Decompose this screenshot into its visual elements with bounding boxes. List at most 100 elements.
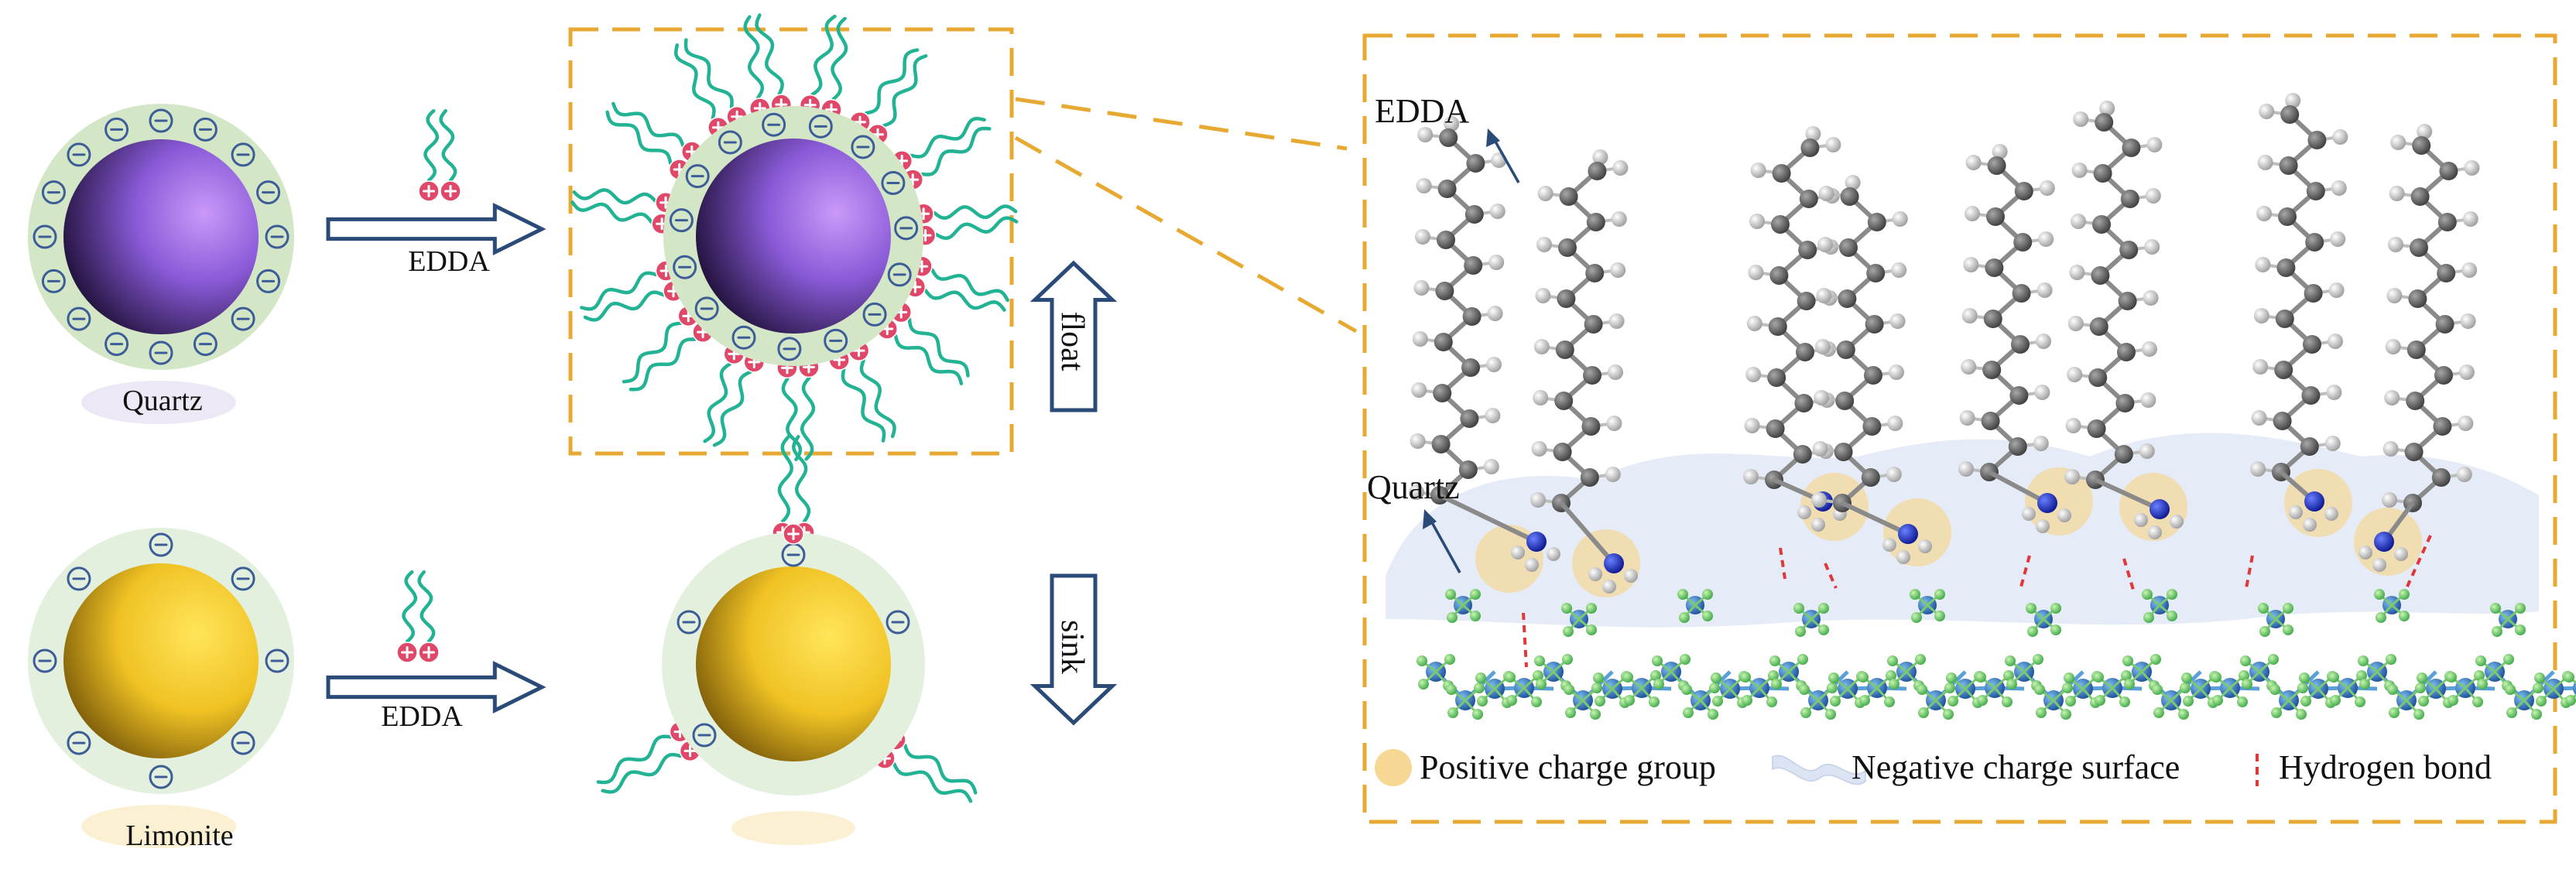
oxygen-atom [2356, 670, 2367, 681]
hydrogen-atom [2148, 525, 2162, 539]
quartz-label: Quartz [122, 385, 202, 417]
oxygen-atom [2124, 679, 2135, 690]
hydrogen-atom [2460, 313, 2476, 329]
oxygen-atom [1563, 626, 1574, 637]
oxygen-atom [1818, 603, 1829, 614]
carbon-atom [2117, 343, 2136, 361]
carbon-atom [1982, 361, 2002, 379]
oxygen-atom [1797, 654, 1808, 665]
oxygen-atom [2153, 707, 2164, 718]
hydrogen-atom [2328, 282, 2345, 298]
carbon-atom [2013, 233, 2033, 252]
hydrogen-atom [1409, 484, 1424, 500]
coated-quartz-particle-core [696, 139, 891, 334]
chain-tail-icon [923, 288, 1006, 312]
hydrogen-atom [2456, 467, 2472, 482]
carbon-atom [1766, 419, 1785, 438]
hydrogen-atom [2073, 111, 2089, 127]
oxygen-atom [2064, 672, 2074, 683]
hydrogen-atom [2057, 508, 2071, 522]
oxygen-atom [1418, 679, 1429, 690]
carbon-atom [1464, 256, 1483, 275]
oxygen-atom [1709, 683, 1720, 693]
hydrogen-atom [1608, 313, 1625, 329]
hydrogen-atom [1535, 288, 1551, 303]
oxygen-atom [2027, 626, 2038, 637]
oxygen-atom [1477, 696, 1488, 707]
hydrogen-atom [2285, 93, 2301, 108]
oxygen-atom [2006, 679, 2017, 690]
hydrogen-atom [2462, 211, 2478, 227]
hydrogen-atom [1605, 467, 1621, 482]
anion-icon [265, 224, 289, 249]
hydrogen-atom [2259, 104, 2275, 119]
hydrogen-atom [1750, 163, 1766, 178]
oxygen-atom [1859, 695, 1870, 706]
anion-icon [104, 332, 129, 357]
oxygen-atom [1444, 654, 1455, 665]
anion-icon [762, 112, 786, 137]
oxygen-atom [2503, 654, 2514, 665]
hydrogen-atom [2328, 334, 2343, 349]
silicon-atom [2573, 680, 2576, 696]
oxygen-atom [1624, 695, 1635, 706]
chain-tail-icon [777, 435, 793, 524]
hydrogen-atom [1531, 441, 1547, 457]
oxygen-atom [1911, 612, 1922, 623]
anion-icon [67, 306, 91, 331]
hydrogen-atom [2036, 334, 2051, 349]
oxygen-atom [1653, 679, 1664, 690]
nitrogen-atom [2304, 491, 2324, 512]
chain-tail-icon [893, 334, 964, 385]
oxygen-atom [2474, 670, 2485, 681]
oxygen-atom [2376, 612, 2386, 623]
anion-icon [862, 302, 887, 327]
anion-icon [677, 610, 701, 635]
hydrogen-atom [1816, 288, 1832, 303]
oxygen-atom [2095, 695, 2105, 706]
cation-icon [783, 523, 804, 545]
chain-tail-icon [601, 752, 683, 794]
hydrogen-atom [2324, 436, 2341, 451]
carbon-atom [1464, 205, 1484, 224]
edda-arrow-top [326, 202, 546, 256]
hydrogen-atom [1487, 306, 1503, 321]
oxygen-atom [1771, 679, 1782, 690]
chain-tail-icon [892, 761, 973, 803]
oxygen-atom [2399, 589, 2410, 600]
hydrogen-atom [1817, 237, 1833, 252]
hydrogen-atom [1896, 550, 1910, 564]
carbon-atom [1554, 392, 1574, 410]
anion-icon [265, 648, 289, 673]
anion-icon [231, 731, 255, 755]
oxygen-atom [2359, 679, 2370, 690]
hydrogen-atom [1743, 469, 1759, 484]
carbon-atom [2119, 241, 2139, 259]
oxygen-atom [2300, 696, 2311, 707]
oxygen-atom [1474, 683, 1485, 693]
hydrogen-atom [1818, 186, 1834, 201]
carbon-atom [1981, 412, 2000, 430]
carbon-atom [1588, 162, 1607, 180]
hydrogen-atom [1812, 441, 1828, 457]
anion-icon [808, 114, 833, 139]
coated-limonite [596, 435, 978, 803]
oxygen-atom [1910, 589, 1920, 600]
anion-icon [193, 117, 218, 142]
anion-icon [231, 306, 255, 331]
oxygen-atom [2050, 603, 2061, 614]
hydrogen-atom [1537, 186, 1553, 201]
oxygen-atom [1679, 612, 1690, 623]
chain-tail-icon [712, 370, 752, 447]
carbon-atom [1867, 213, 1886, 231]
carbon-atom [1838, 289, 1857, 308]
hydrogen-atom [1961, 308, 1978, 323]
hydrogen-atom [2145, 188, 2161, 204]
oxygen-atom [2093, 672, 2104, 683]
oxygen-atom [1934, 611, 1945, 621]
hydrogen-atom [2389, 186, 2405, 201]
cation-icon [418, 642, 440, 663]
